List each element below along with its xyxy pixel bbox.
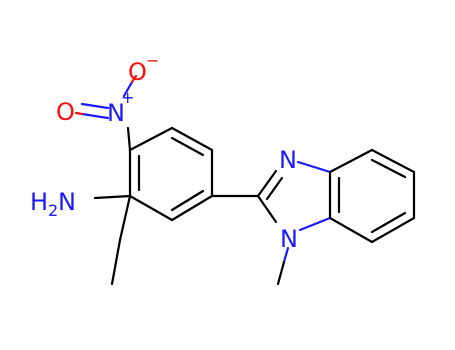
- amine-nitrogen: N: [58, 188, 76, 216]
- nitro-bond: [126, 126, 132, 152]
- benzo-c6-c7-inner: [370, 211, 407, 234]
- nitro-oxygen-left: O: [56, 98, 75, 126]
- nitro-oxygen-charge: −: [146, 51, 159, 70]
- benzo-c6-c7-bond: [370, 216, 416, 244]
- ring1-bond-a-b: [128, 126, 174, 152]
- benzo-c3a-c4-bond: [328, 148, 374, 174]
- nitro-n-o-left-bond: [80, 112, 110, 120]
- ring1-bond-d-e: [170, 194, 214, 222]
- imid-n3-c3a-bond: [296, 160, 332, 174]
- imid-c2-n3-bond: [256, 169, 278, 198]
- nitro-n-o-left-bond-2: [80, 102, 110, 110]
- amine-hydrogen-count: 2: [48, 201, 58, 220]
- n-methyl-bond: [282, 246, 290, 264]
- imidazole-nitrogen-1: N: [280, 225, 298, 253]
- nitro-oxygen-top: O: [128, 58, 147, 86]
- methyl-bond-aryl: [118, 194, 132, 242]
- n-methyl-bond-tail: [276, 260, 286, 286]
- ring1-bond-b-c-inner: [170, 136, 205, 157]
- benzo-c7-c7a-bond: [328, 216, 374, 244]
- nitro-nitrogen: N: [107, 99, 125, 127]
- methyl-bond-aryl-tail: [110, 238, 122, 286]
- imidazole-nitrogen-3: N: [279, 146, 297, 174]
- nitro-nitrogen-charge: +: [121, 88, 134, 107]
- imid-n1-c2-bond: [256, 194, 278, 224]
- ring1-bond-b-c: [170, 126, 214, 152]
- nitro-n-o-left-bond-o: [74, 111, 84, 116]
- ring1-bond-d-e-inner: [170, 189, 205, 212]
- amine-hydrogen: H: [30, 188, 48, 216]
- benzo-c4-c5-inner: [370, 158, 407, 179]
- nitro-n-o-top-bond-o: [130, 74, 138, 84]
- nitro-n-o-top-bond: [122, 80, 134, 98]
- amine-bond: [93, 194, 132, 200]
- imid-c7a-n1-bond: [298, 216, 332, 232]
- imid-c2-n3-bond-double: [265, 176, 284, 201]
- ring1-bond-e-f: [128, 194, 174, 222]
- benzo-c4-c5-bond: [370, 148, 416, 174]
